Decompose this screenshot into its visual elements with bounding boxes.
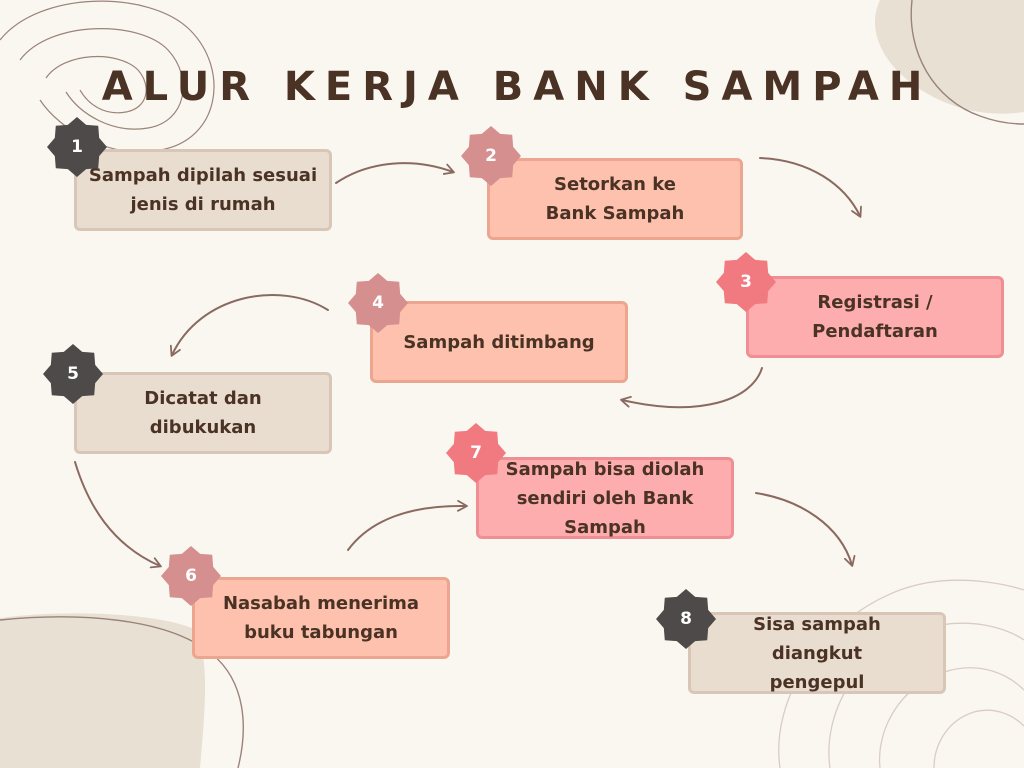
badge-6-shape — [161, 546, 221, 606]
step-5-label: Dicatat dan dibukukan — [144, 388, 262, 438]
step-4-number: 4 — [372, 293, 384, 313]
step-6-label: Nasabah menerima buku tabungan — [222, 593, 420, 643]
step-7-label: Sampah bisa diolah sendiri oleh Bank Sam… — [505, 458, 705, 538]
arrow-3-to-4 — [620, 367, 763, 409]
step-3-badge: 3 — [715, 251, 777, 313]
step-6-badge: 6 — [160, 545, 222, 607]
step-3-number: 3 — [740, 272, 752, 292]
step-4-label: Sampah ditimbang — [403, 331, 595, 353]
badge-5-shape — [43, 344, 103, 404]
step-4-badge: 4 — [347, 272, 409, 334]
arrow-7-to-8 — [755, 492, 856, 567]
step-5-box: Dicatat dan dibukukan — [74, 372, 332, 454]
step-4-box: Sampah ditimbang — [370, 301, 628, 383]
badge-4-shape — [348, 273, 408, 333]
step-1-label: Sampah dipilah sesuai jenis di rumah — [88, 165, 318, 215]
step-8-label: Sisa sampah diangkut pengepul — [753, 613, 881, 693]
step-5-number: 5 — [67, 364, 79, 384]
badge-1-shape — [47, 117, 107, 177]
top-right-contour — [910, 0, 1024, 125]
arrow-6-to-7 — [347, 499, 468, 551]
step-5-badge: 5 — [42, 343, 104, 405]
step-2-badge: 2 — [460, 125, 522, 187]
arrow-1-to-2 — [335, 162, 455, 184]
step-1-number: 1 — [71, 137, 83, 157]
bottom-left-blob — [0, 613, 206, 768]
step-3-label: Registrasi / Pendaftaran — [812, 292, 938, 342]
step-1-box: Sampah dipilah sesuai jenis di rumah — [74, 149, 332, 231]
badge-3-shape — [716, 252, 776, 312]
step-6-number: 6 — [185, 566, 197, 586]
step-8-box: Sisa sampah diangkut pengepul — [688, 612, 946, 694]
step-1-badge: 1 — [46, 116, 108, 178]
step-7-box: Sampah bisa diolah sendiri oleh Bank Sam… — [476, 457, 734, 539]
step-8-badge: 8 — [655, 588, 717, 650]
step-2-box: Setorkan ke Bank Sampah — [487, 158, 743, 240]
step-3-box: Registrasi / Pendaftaran — [746, 276, 1004, 358]
step-6-box: Nasabah menerima buku tabungan — [192, 577, 450, 659]
arrow-4-to-5 — [169, 294, 329, 357]
badge-7-shape — [446, 423, 506, 483]
step-7-badge: 7 — [445, 422, 507, 484]
badge-2-shape — [461, 126, 521, 186]
arrow-2-to-3 — [759, 157, 862, 218]
step-8-number: 8 — [680, 609, 692, 629]
arrow-5-to-6 — [74, 461, 162, 569]
step-2-label: Setorkan ke Bank Sampah — [545, 174, 685, 224]
badge-8-shape — [656, 589, 716, 649]
step-2-number: 2 — [485, 146, 497, 166]
page-title: ALUR KERJA BANK SAMPAH — [101, 64, 933, 110]
step-7-number: 7 — [470, 443, 482, 463]
